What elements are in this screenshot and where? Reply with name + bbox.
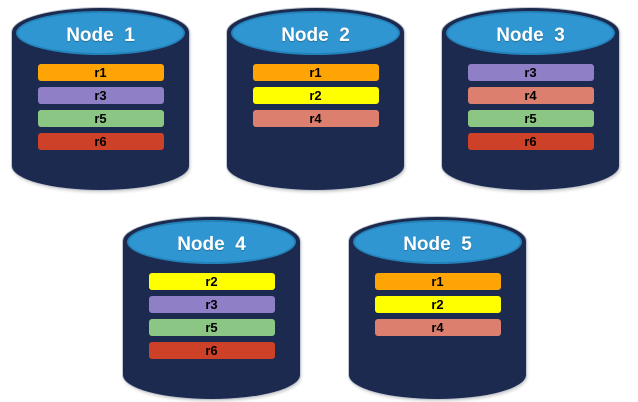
replica-label: r2 [431,297,444,312]
replica-list: r1 r3 r5 r6 [12,64,189,150]
replica-label: r4 [431,320,444,335]
replica-label: r5 [524,111,537,126]
replica-label: r6 [524,134,537,149]
replica-bar: r5 [467,110,594,127]
replica-label: r3 [205,297,218,312]
replica-label: r2 [309,88,322,103]
replica-bar: r4 [252,110,379,127]
replica-label: r3 [524,65,537,80]
replica-bar: r1 [252,64,379,81]
replica-bar: r2 [374,296,501,313]
replica-label: r6 [205,343,218,358]
replica-bar: r5 [148,319,275,336]
replica-list: r2 r3 r5 r6 [123,273,300,359]
replica-list: r1 r2 r4 [227,64,404,127]
replica-label: r4 [524,88,537,103]
cylinder-top-ellipse: Node 2 [231,11,400,55]
replica-bar: r4 [467,87,594,104]
replica-bar: r6 [37,133,164,150]
replica-label: r5 [205,320,218,335]
replica-label: r3 [94,88,107,103]
node-title: Node 3 [496,25,565,46]
database-node: Node 1 r1 r3 r5 r6 [12,8,189,190]
cylinder-top-ellipse: Node 1 [16,11,185,55]
replica-bar: r6 [148,342,275,359]
replica-bar: r1 [37,64,164,81]
cylinder-top-ellipse: Node 4 [127,220,296,264]
replica-label: r4 [309,111,322,126]
replica-bar: r5 [37,110,164,127]
cylinder-top-ellipse: Node 5 [353,220,522,264]
replica-bar: r2 [252,87,379,104]
replica-label: r1 [431,274,444,289]
node-title: Node 1 [66,25,135,46]
replica-bar: r3 [37,87,164,104]
node-title: Node 4 [177,234,246,255]
cylinder-top-ellipse: Node 3 [446,11,615,55]
database-node: Node 2 r1 r2 r4 [227,8,404,190]
node-title: Node 2 [281,25,350,46]
replica-list: r1 r2 r4 [349,273,526,336]
node-title: Node 5 [403,234,472,255]
replica-label: r2 [205,274,218,289]
replica-bar: r6 [467,133,594,150]
replica-bar: r1 [374,273,501,290]
replica-label: r1 [94,65,107,80]
database-node: Node 3 r3 r4 r5 r6 [442,8,619,190]
replica-bar: r3 [148,296,275,313]
replica-label: r5 [94,111,107,126]
replica-label: r6 [94,134,107,149]
replica-list: r3 r4 r5 r6 [442,64,619,150]
replica-bar: r4 [374,319,501,336]
replica-label: r1 [309,65,322,80]
database-node: Node 4 r2 r3 r5 r6 [123,217,300,399]
replica-bar: r2 [148,273,275,290]
replica-bar: r3 [467,64,594,81]
database-node: Node 5 r1 r2 r4 [349,217,526,399]
